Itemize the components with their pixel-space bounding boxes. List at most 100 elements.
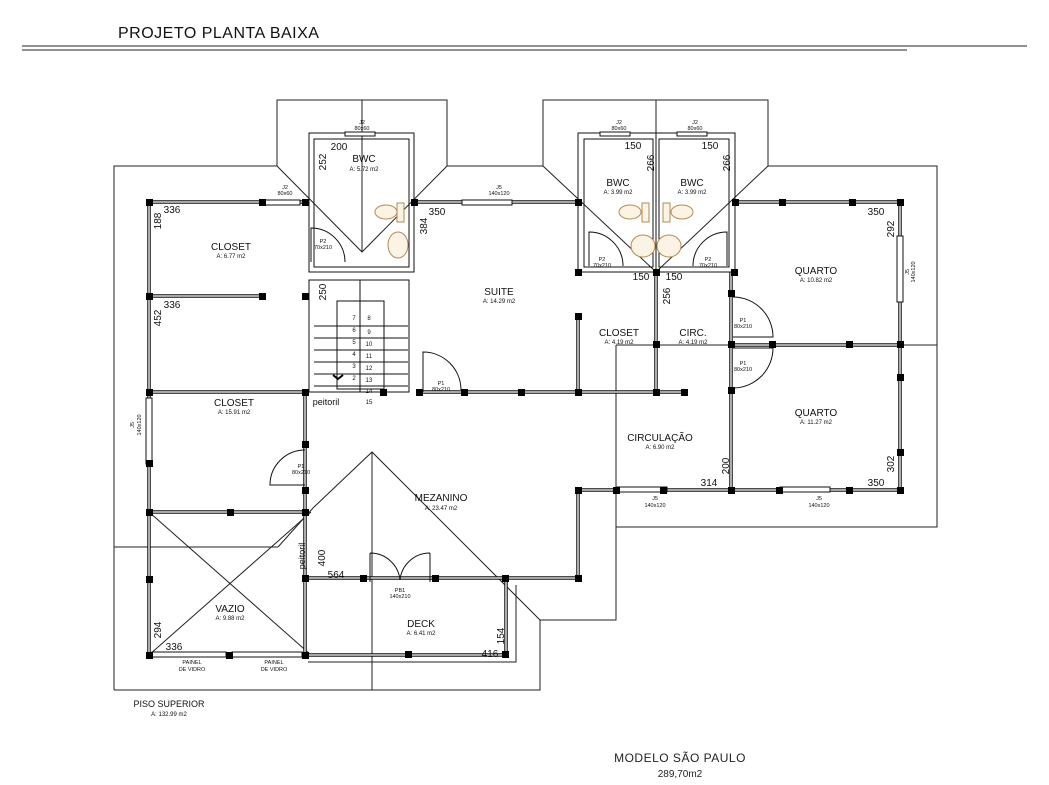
opening-size: 80x60 [688, 126, 703, 132]
opening-size: 70x210 [314, 245, 332, 251]
opening-size: 80x60 [355, 126, 370, 132]
dimension: 336 [166, 642, 183, 653]
dimension: 150 [625, 141, 642, 152]
room-area: A: 3.99 m2 [677, 190, 707, 196]
stair-step: 15 [366, 400, 373, 406]
stair-step: 7 [352, 316, 356, 322]
dimension: 256 [662, 287, 673, 304]
opening-code: P1 [438, 381, 445, 387]
opening-code: J2 [282, 185, 288, 191]
floor-area: A: 132.99 m2 [151, 712, 187, 718]
stair-step: 11 [366, 354, 373, 360]
dimension: 350 [868, 207, 885, 218]
staircase: 7 8 6 9 5 10 4 11 3 12 2 13 14 15 [314, 280, 408, 406]
dimension: 400 [317, 549, 328, 566]
columns [146, 199, 904, 659]
dimension: 294 [153, 621, 164, 638]
stair-step: 14 [366, 389, 373, 395]
stair-step: 8 [367, 316, 371, 322]
stair-step: 13 [366, 378, 373, 384]
opening-size: 80x210 [292, 470, 310, 476]
room-name: QUARTO [795, 266, 838, 277]
stair-step: 5 [352, 340, 356, 346]
room-labels: BWC A: 5.72 m2 CLOSET A: 6.77 m2 SUITE A… [211, 154, 837, 637]
total-area: 289,70m2 [658, 769, 703, 780]
dimension: 266 [646, 154, 657, 171]
opening-code: J2 [616, 120, 622, 126]
model-name: MODELO SÃO PAULO [614, 751, 746, 765]
sink-icon [387, 231, 409, 259]
dimension: 150 [633, 272, 650, 283]
dimension: 384 [419, 217, 430, 234]
dimension: 314 [701, 478, 718, 489]
room-area: A: 5.72 m2 [349, 167, 379, 173]
opening-code: J5 [130, 422, 136, 428]
room-name: CLOSET [211, 242, 251, 253]
room-area: A: 14.29 m2 [483, 299, 516, 305]
dimension: 150 [666, 272, 683, 283]
panel-label: PAINEL [182, 660, 201, 666]
room-name: CLOSET [214, 398, 254, 409]
opening-size: 140x120 [808, 503, 829, 509]
room-area: A: 15.91 m2 [218, 410, 251, 416]
dimension: 336 [164, 300, 181, 311]
panel-label: DE VIDRO [179, 667, 206, 673]
opening-code: J2 [359, 120, 365, 126]
dimension: 350 [429, 207, 446, 218]
peitoril-label: peitoril [313, 397, 340, 407]
dimensions: 200 252 336 188 350 384 250 336 452 150 … [153, 141, 897, 660]
room-name: BWC [680, 178, 703, 189]
room-name: VAZIO [215, 604, 244, 615]
opening-code: J5 [816, 496, 822, 502]
dimension: 150 [702, 141, 719, 152]
toilet-icon [662, 202, 694, 223]
stair-step: 4 [352, 352, 356, 358]
opening-code: J5 [905, 269, 911, 275]
room-area: A: 11.27 m2 [800, 420, 833, 426]
opening-code: PB1 [395, 588, 405, 594]
dimension: 452 [153, 309, 164, 326]
opening-size: 140x210 [389, 594, 410, 600]
stair-step: 6 [352, 328, 356, 334]
toilet-icon [374, 202, 405, 223]
panel-label: PAINEL [264, 660, 283, 666]
opening-code: P2 [599, 257, 606, 263]
panel-label: DE VIDRO [261, 667, 288, 673]
opening-code: P2 [320, 239, 327, 245]
opening-size: 140x120 [137, 414, 143, 435]
opening-size: 80x60 [278, 191, 293, 197]
opening-code: J2 [692, 120, 698, 126]
sink-icon [656, 234, 682, 258]
opening-size: 80x210 [734, 367, 752, 373]
dimension: 250 [318, 283, 329, 300]
room-area: A: 23.47 m2 [425, 506, 458, 512]
dimension: 200 [331, 142, 348, 153]
opening-code: P1 [298, 464, 305, 470]
room-name: CIRC. [679, 328, 706, 339]
opening-code: J5 [496, 185, 502, 191]
page-title: PROJETO PLANTA BAIXA [118, 25, 319, 42]
opening-size: 70x210 [593, 263, 611, 269]
opening-size: 140x120 [644, 503, 665, 509]
room-area: A: 10.82 m2 [800, 278, 833, 284]
opening-size: 80x210 [734, 324, 752, 330]
room-name: CIRCULAÇÃO [627, 431, 693, 444]
room-name: DECK [407, 619, 435, 630]
room-name: SUITE [484, 287, 514, 298]
room-area: A: 4.19 m2 [604, 340, 634, 346]
room-name: CLOSET [599, 328, 639, 339]
opening-size: 70x210 [699, 263, 717, 269]
opening-code: P2 [705, 257, 712, 263]
stair-step: 12 [366, 366, 373, 372]
windows [145, 131, 904, 658]
dimension: 416 [482, 649, 499, 660]
dimension: 200 [721, 457, 732, 474]
fixtures [374, 202, 694, 259]
doors [269, 227, 774, 582]
toilet-icon [618, 202, 650, 223]
room-area: A: 9.88 m2 [215, 616, 245, 622]
sink-icon [630, 234, 656, 258]
dimension: 564 [328, 570, 345, 581]
stair-step: 9 [367, 330, 371, 336]
